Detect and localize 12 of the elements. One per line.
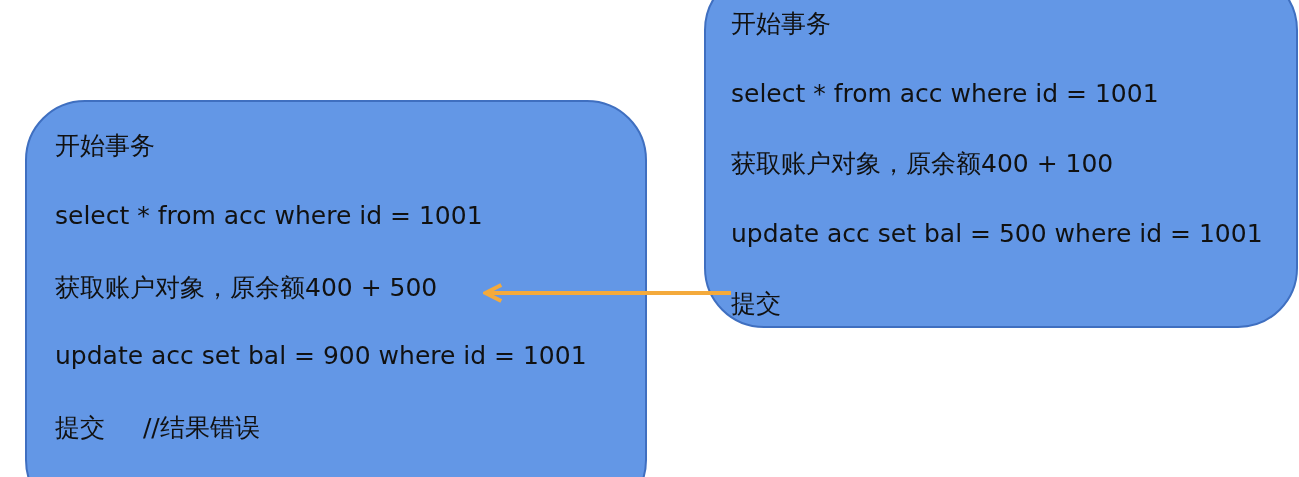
text-line: 开始事务 xyxy=(55,130,155,162)
text-line: select * from acc where id = 1001 xyxy=(55,200,483,232)
rounded-box xyxy=(25,100,647,477)
text-line: 获取账户对象，原余额400 + 100 xyxy=(731,148,1114,180)
text-line: update acc set bal = 900 where id = 1001 xyxy=(55,340,587,372)
text-line: select * from acc where id = 1001 xyxy=(731,78,1159,110)
text-line: 提交 xyxy=(731,288,781,320)
text-line: 提交 //结果错误 xyxy=(55,412,260,444)
text-line: 获取账户对象，原余额400 + 500 xyxy=(55,272,486,304)
text-line: 开始事务 xyxy=(731,8,831,40)
text-line: update acc set bal = 500 where id = 1001 xyxy=(731,218,1263,250)
rounded-box xyxy=(704,0,1298,328)
